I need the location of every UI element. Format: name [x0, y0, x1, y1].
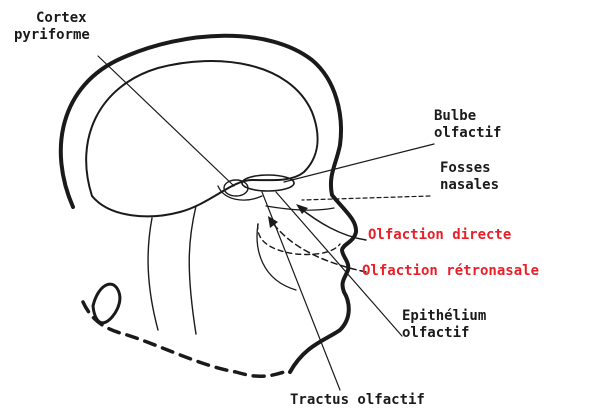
leader-cortex — [98, 56, 234, 186]
label-fosses-nasales-line2: nasales — [440, 177, 499, 194]
arrowhead-retronasale — [268, 216, 278, 228]
label-tractus-olfactif: Tractus olfactif — [290, 392, 425, 409]
label-bulbe-olfactif: Bulbe olfactif — [434, 108, 501, 142]
leader-fosses — [302, 196, 430, 200]
label-fosses-nasales: Fosses nasales — [440, 160, 499, 194]
nasal-cavity — [258, 224, 340, 255]
label-olfaction-retronasale: Olfaction rétronasale — [362, 263, 539, 280]
label-epithelium-olfactif-line1: Epithélium — [402, 308, 486, 325]
label-bulbe-olfactif-line2: olfactif — [434, 125, 501, 142]
ear — [93, 284, 120, 323]
throat-line — [257, 224, 296, 290]
label-cortex-pyriforme-line2: pyriforme — [14, 27, 90, 44]
arrow-olfaction-retronasale — [272, 222, 366, 272]
label-epithelium-olfactif: Epithélium olfactif — [402, 308, 486, 342]
label-epithelium-olfactif-line2: olfactif — [402, 325, 486, 342]
spine-line-back — [148, 218, 158, 330]
label-cortex-pyriforme: Cortex pyriforme — [14, 10, 90, 44]
olfactory-bulb-shape — [242, 175, 294, 191]
label-cortex-pyriforme-line1: Cortex — [14, 10, 90, 27]
brain-outline — [86, 61, 317, 216]
leader-bulbe — [284, 144, 434, 182]
label-fosses-nasales-line1: Fosses — [440, 160, 499, 177]
label-olfaction-directe: Olfaction directe — [368, 227, 511, 244]
spine-line-front — [189, 206, 196, 334]
label-bulbe-olfactif-line1: Bulbe — [434, 108, 501, 125]
